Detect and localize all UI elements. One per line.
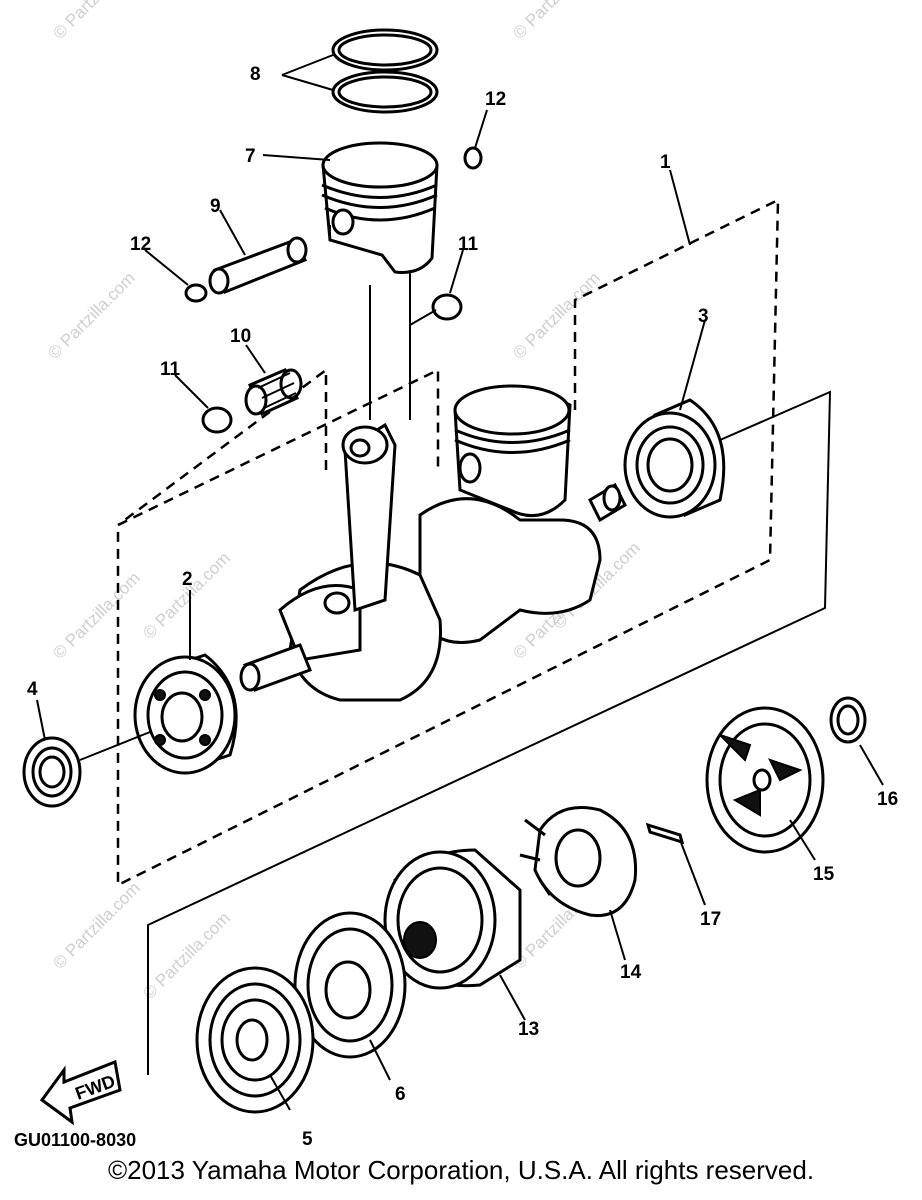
piston [321,141,439,274]
part-label-11-left: 11 [160,359,181,380]
rod-guide-lines [329,225,437,420]
part-label-12-right: 12 [485,89,506,110]
needle-bearing [244,368,303,417]
watermark: © Partzilla.com [139,548,233,642]
watermark: © Partzilla.com [44,268,138,362]
damper [519,806,638,918]
part-label-16: 16 [877,789,898,810]
oil-seal-right [829,696,867,744]
part-label-1: 1 [660,152,671,173]
part-label-8: 8 [250,64,261,85]
watermark: © Partzilla.com [49,0,143,43]
part-label-7: 7 [245,146,256,167]
circlip-right [463,146,483,170]
part-label-6: 6 [395,1084,406,1105]
part-label-17: 17 [700,909,721,930]
watermark: © Partzilla.com [509,268,603,362]
part-label-11-right: 11 [458,234,479,255]
coupling [705,706,825,854]
flywheel-plate [293,911,407,1059]
pin [645,822,685,845]
coupling-housing [383,848,522,990]
watermark: © Partzilla.com [49,878,143,972]
diagram-code: GU01100-8030 [14,1130,136,1150]
part-label-3: 3 [698,306,709,327]
seal-lead [79,731,151,761]
assembly-boundary [116,197,780,888]
copyright-notice: ©2013 Yamaha Motor Corporation, U.S.A. A… [107,1155,815,1185]
lower-group-boundary [147,390,832,1075]
watermark: © Partzilla.com [49,568,143,662]
piston-rings [331,28,439,114]
part-label-13: 13 [518,1019,539,1040]
part-label-14: 14 [620,962,642,983]
crankshaft [239,384,627,702]
bearing-left [133,653,238,775]
part-label-9: 9 [210,196,221,217]
bearing-right [623,398,726,519]
washer-right [431,293,463,321]
watermark: © Partzilla.com [509,0,603,43]
part-label-10: 10 [230,326,251,347]
piston-pin [208,236,308,295]
part-label-15: 15 [813,864,835,885]
pulley [195,966,315,1114]
fwd-arrow: FWD [39,1059,122,1126]
part-label-4: 4 [27,679,38,700]
circlip-left [184,283,208,303]
part-label-5: 5 [302,1129,313,1150]
oil-seal-left [22,736,82,808]
part-labels: 8 7 12 9 12 11 10 11 1 3 2 4 16 15 17 14… [27,64,898,1150]
part-label-12-left: 12 [130,234,151,255]
part-label-2: 2 [182,569,193,590]
washer-left [201,406,233,434]
leader-lines [36,54,884,1111]
